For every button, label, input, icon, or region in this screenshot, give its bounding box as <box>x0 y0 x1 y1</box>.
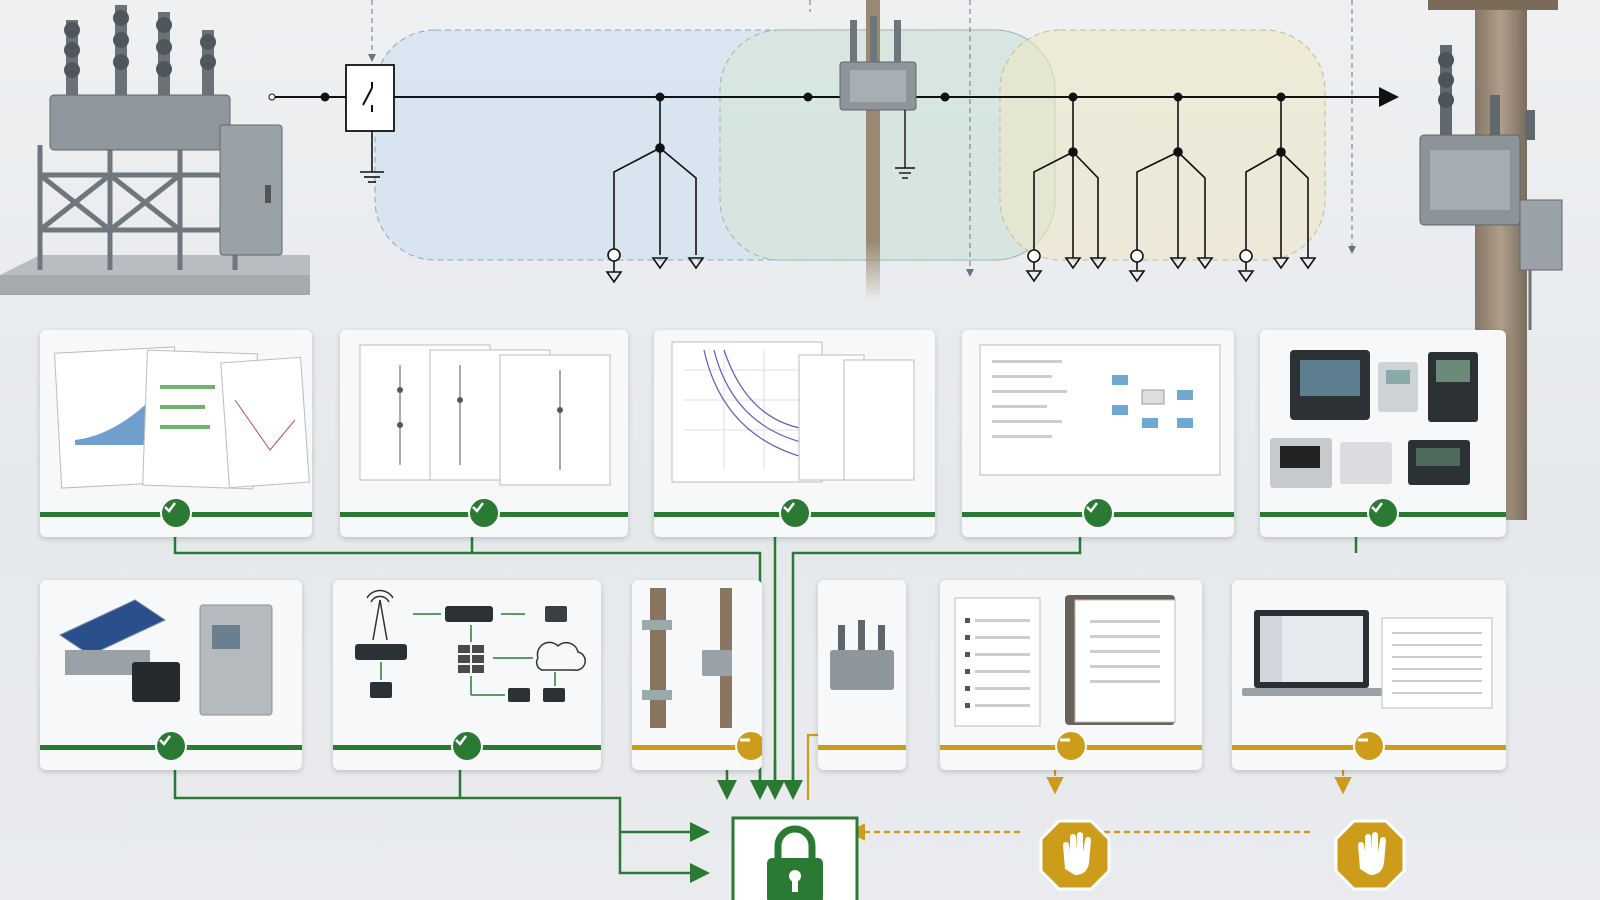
status-bar <box>632 745 762 750</box>
check-icon <box>778 497 811 529</box>
approval-gate <box>731 816 859 900</box>
controllers-illustration <box>1270 350 1478 488</box>
card-software-settings[interactable] <box>1232 580 1506 770</box>
check-icon <box>1367 497 1399 529</box>
status-bar <box>818 745 906 750</box>
card-relay-controllers[interactable] <box>1260 330 1506 537</box>
software-illustration <box>1242 610 1493 709</box>
tap-4 <box>1237 97 1317 283</box>
stop-hand-icon <box>1039 819 1111 891</box>
minus-icon <box>734 730 762 762</box>
card-communications-network[interactable] <box>333 580 601 770</box>
check-icon <box>160 497 192 529</box>
stop-hand-icon <box>1334 819 1406 891</box>
card-logic-schematic[interactable] <box>962 330 1234 537</box>
padlock-icon <box>767 825 823 900</box>
substation-recloser-structure <box>0 5 310 295</box>
card-single-line-drawings[interactable] <box>340 330 628 537</box>
study-reports-illustration <box>54 346 310 490</box>
card-study-reports[interactable] <box>40 330 312 537</box>
minus-icon <box>1055 730 1087 762</box>
tap-3 <box>1128 97 1214 283</box>
check-icon <box>451 730 483 762</box>
zone-yellow <box>999 29 1326 261</box>
card-test-checklists[interactable] <box>940 580 1202 770</box>
breaker-symbol <box>345 64 395 183</box>
firewall-icon <box>458 645 484 673</box>
pole-hardware-illustration <box>642 588 732 728</box>
cloud-icon <box>535 641 586 671</box>
card-protection-curves[interactable] <box>654 330 935 537</box>
checklists-illustration <box>954 595 1176 727</box>
minus-icon <box>1353 730 1385 762</box>
tap-1 <box>605 97 705 284</box>
curves-illustration <box>671 341 915 483</box>
network-illustration <box>355 589 586 702</box>
card-field-equipment[interactable] <box>818 580 906 770</box>
antenna-icon <box>366 589 394 641</box>
check-icon <box>1082 497 1114 529</box>
card-power-supply[interactable] <box>40 580 302 770</box>
card-pole-hardware[interactable] <box>632 580 762 770</box>
check-icon <box>155 730 187 762</box>
check-icon <box>468 497 500 529</box>
drawings-illustration <box>359 344 611 486</box>
logic-illustration <box>979 344 1221 476</box>
field-equipment-illustration <box>830 620 894 690</box>
solar-battery-illustration <box>58 599 273 716</box>
pole-mounted-recloser <box>839 0 917 300</box>
tap-2 <box>1025 97 1107 283</box>
